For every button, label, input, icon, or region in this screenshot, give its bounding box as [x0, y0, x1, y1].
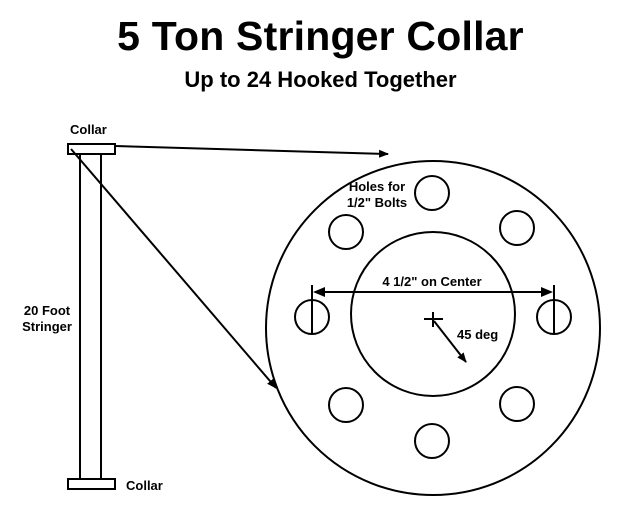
pointer-arrow-lower	[70, 148, 277, 389]
collar-top-label: Collar	[70, 122, 107, 137]
bolt-hole-bottom-left	[328, 387, 364, 423]
holes-label-line2: 1/2" Bolts	[347, 195, 407, 210]
pointer-arrow-upper	[114, 145, 389, 158]
angle-label: 45 deg	[457, 327, 498, 342]
diagram-subtitle: Up to 24 Hooked Together	[184, 67, 457, 92]
bottom-collar-plate	[67, 478, 116, 490]
bolt-hole-top-left	[328, 214, 364, 250]
dimension-arrow-right	[541, 287, 553, 297]
stringer-bar	[79, 152, 102, 480]
diagram-title: 5 Ton Stringer Collar	[117, 13, 524, 59]
collar-bottom-label: Collar	[126, 478, 163, 493]
top-collar-plate	[67, 143, 116, 155]
bolt-hole-top-right	[499, 210, 535, 246]
angle-arrow	[433, 320, 467, 363]
bolt-hole-top	[414, 175, 450, 211]
bolt-hole-bottom	[414, 423, 450, 459]
bolt-hole-bottom-right	[499, 386, 535, 422]
stringer-label-line1: 20 Foot	[24, 303, 71, 318]
dimension-arrow-left	[313, 287, 325, 297]
on-center-label: 4 1/2" on Center	[382, 274, 481, 289]
holes-label-line1: Holes for	[349, 179, 405, 194]
stringer-label-line2: Stringer	[22, 319, 72, 334]
